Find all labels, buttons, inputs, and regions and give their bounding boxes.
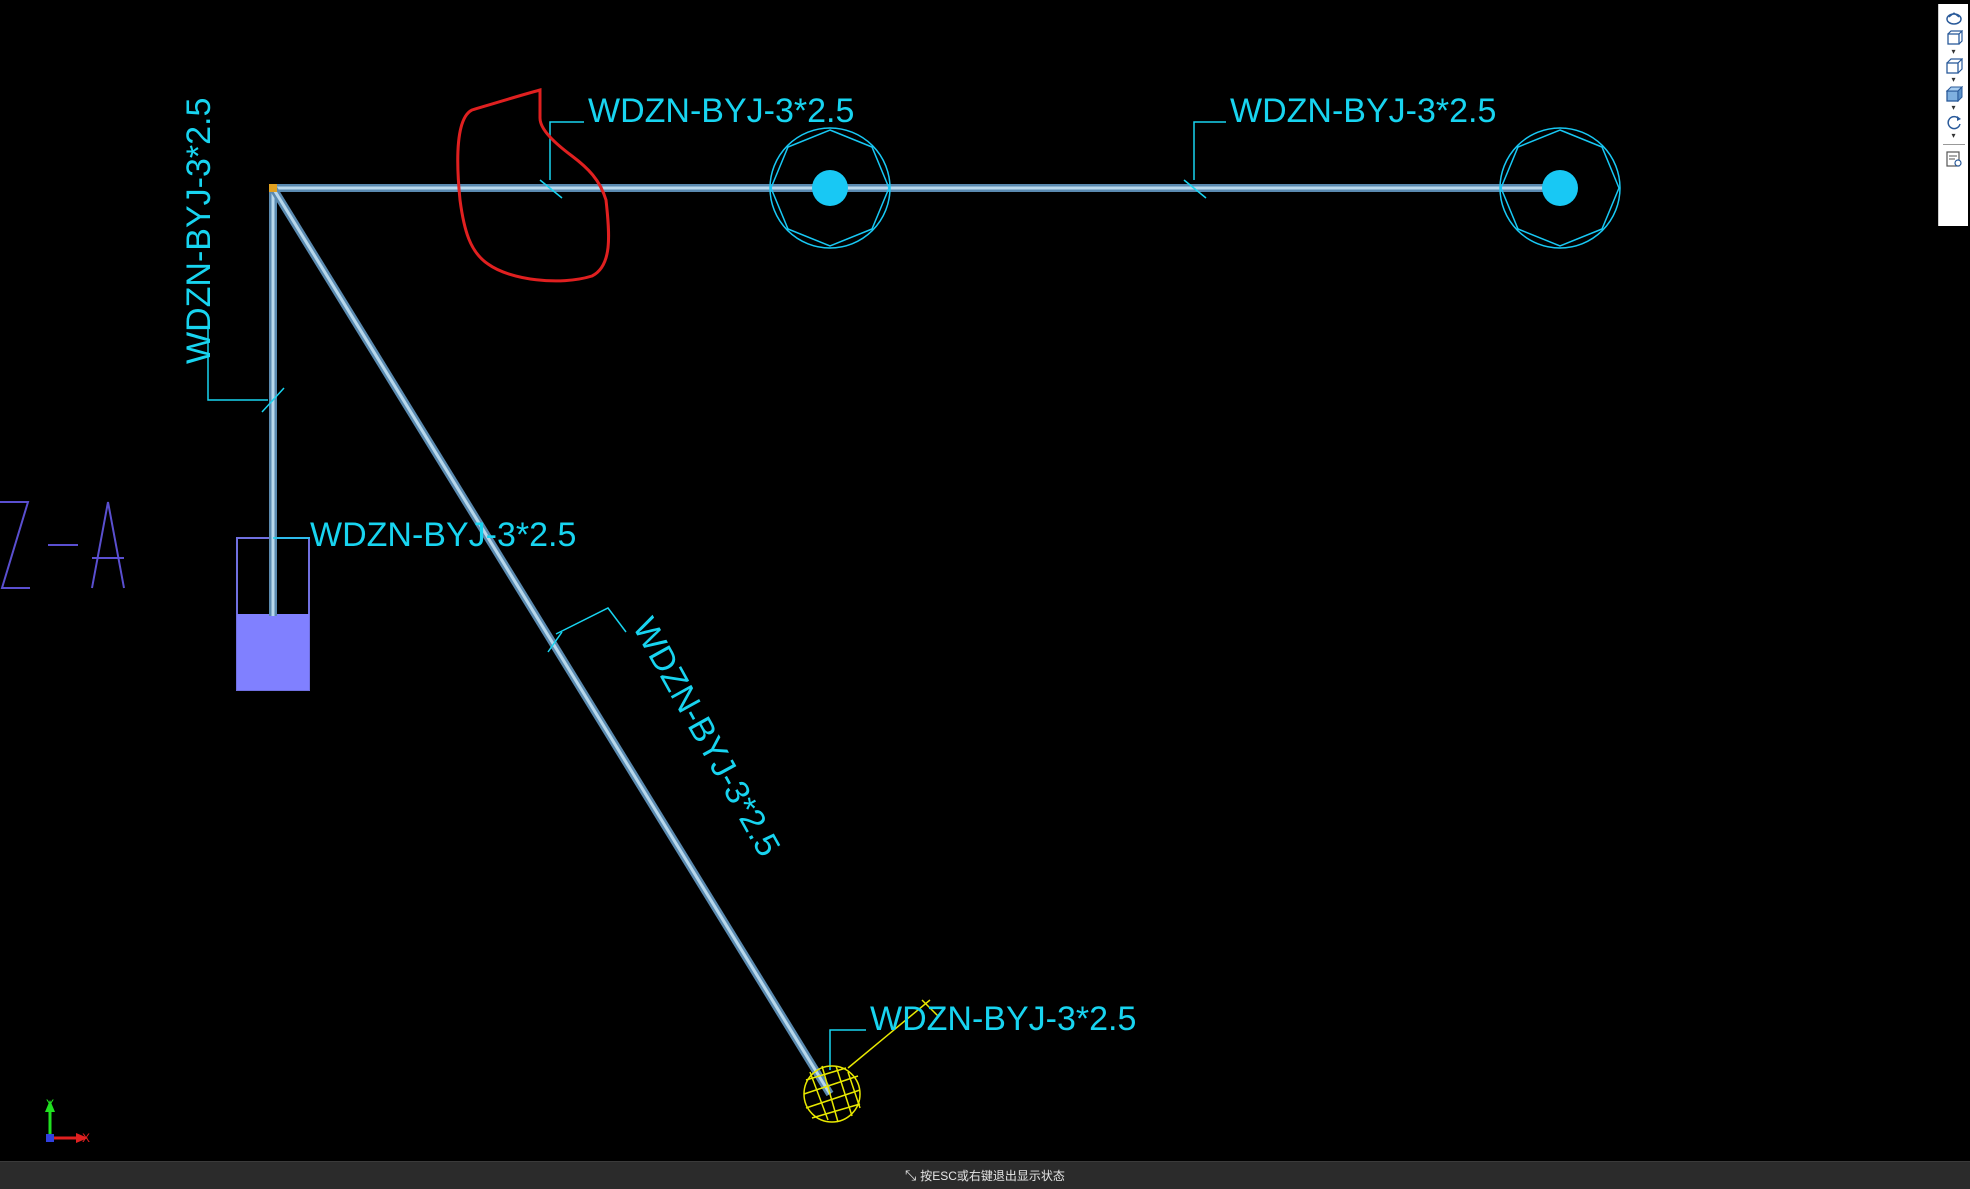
label-top-right: WDZN-BYJ-3*2.5 xyxy=(1230,92,1496,130)
label-bottom: WDZN-BYJ-3*2.5 xyxy=(870,1000,1136,1038)
shaded-box-icon[interactable] xyxy=(1942,84,1966,104)
leader-top-left xyxy=(539,121,584,199)
leader-bottom xyxy=(829,1029,866,1070)
dropdown-arrow-icon[interactable]: ▾ xyxy=(1951,103,1956,112)
axis-x-label: X xyxy=(82,1131,90,1145)
junction-point xyxy=(269,184,277,192)
view-cube-icon[interactable] xyxy=(1942,8,1966,28)
dropdown-arrow-icon[interactable]: ▾ xyxy=(1951,47,1956,56)
ucs-axis-indicator: Y X xyxy=(45,1097,90,1145)
orbit-icon[interactable] xyxy=(1942,112,1966,132)
distribution-panel[interactable] xyxy=(236,537,310,691)
toolbar-divider xyxy=(1942,144,1965,145)
wall-fixture[interactable] xyxy=(803,999,939,1123)
label-panel: WDZN-BYJ-3*2.5 xyxy=(310,516,576,554)
view-toolbar: ▾ ▾ ▾ ▾ xyxy=(1938,4,1968,226)
dropdown-arrow-icon[interactable]: ▾ xyxy=(1951,131,1956,140)
label-vertical-top-left: WDZN-BYJ-3*2.5 xyxy=(180,98,218,364)
label-diagonal: WDZN-BYJ-3*2.5 xyxy=(625,611,787,862)
leader-top-right xyxy=(1183,121,1226,199)
wire-diagonal[interactable] xyxy=(269,185,834,1097)
exit-fullscreen-icon[interactable]: ⤡ xyxy=(905,1167,917,1183)
partial-text-za xyxy=(0,501,125,589)
leader-diagonal xyxy=(547,607,627,653)
wireframe-box-icon[interactable] xyxy=(1942,56,1966,76)
properties-icon[interactable] xyxy=(1942,149,1966,169)
label-top-left: WDZN-BYJ-3*2.5 xyxy=(588,92,854,130)
ceiling-lamp-1[interactable] xyxy=(769,127,891,249)
leader-vertical xyxy=(207,328,285,413)
dropdown-arrow-icon[interactable]: ▾ xyxy=(1951,75,1956,84)
status-text: 按ESC或右键退出显示状态 xyxy=(920,1169,1065,1183)
3d-view-icon[interactable] xyxy=(1942,28,1966,48)
status-bar: ⤡ 按ESC或右键退出显示状态 xyxy=(0,1161,1970,1189)
redline-markup xyxy=(456,88,611,283)
axis-y-label: Y xyxy=(46,1097,54,1111)
ceiling-lamp-2[interactable] xyxy=(1499,127,1621,249)
